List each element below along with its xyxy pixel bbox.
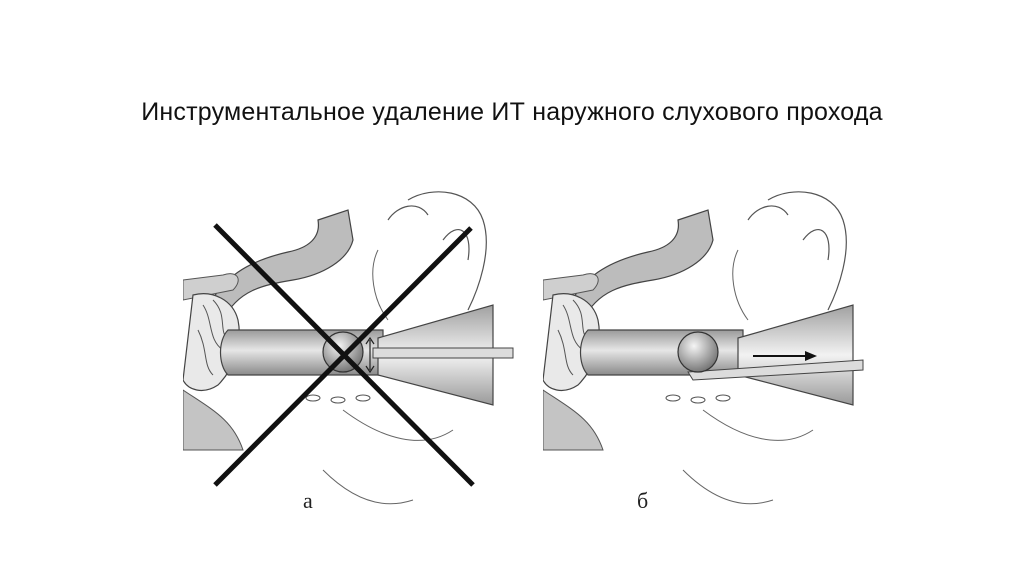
slide-title: Инструментальное удаление ИТ наружного с… [141,98,883,126]
figure-b-illustration [543,191,864,505]
auricle-outline [747,191,847,311]
figure-a-illustration [183,191,514,505]
instrument-hook [687,359,864,381]
foreign-body [677,331,719,373]
ear-canal [579,329,744,376]
caption-a: а [303,488,313,513]
arrow-head-icon [805,351,817,361]
instrument-rod [372,347,514,359]
caption-b: б [637,488,649,513]
cross-line-2 [213,226,473,487]
auricle-outline [387,191,487,311]
